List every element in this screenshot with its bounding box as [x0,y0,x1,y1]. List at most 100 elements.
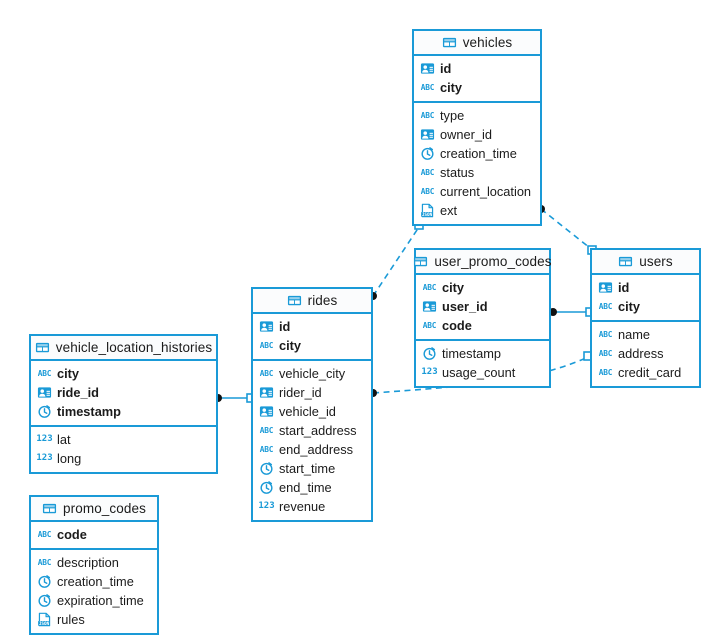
id-card-icon [259,404,274,419]
column-end_time[interactable]: end_time [253,478,371,497]
relationship-user-promo-codes-to-users[interactable] [549,307,595,317]
clock-icon [259,461,274,476]
id-card-icon [598,280,613,295]
pk-column-id[interactable]: id [253,317,371,336]
table-title: users [639,254,673,269]
relationship-vehicle-location-histories-to-rides[interactable] [214,393,256,403]
column-vehicle_id[interactable]: vehicle_id [253,402,371,421]
table-icon [618,254,633,269]
id-card-icon [259,385,274,400]
abc-type-icon: ABC [259,340,274,350]
column-label: revenue [279,499,326,514]
svg-text:JSON: JSON [39,621,50,627]
column-label: lat [57,432,71,447]
column-ext[interactable]: JSON ext [414,201,540,220]
clock-icon [37,574,52,589]
table-icon [413,254,428,269]
column-rules[interactable]: JSON rules [31,610,157,629]
pk-column-timestamp[interactable]: timestamp [31,402,216,421]
column-rider_id[interactable]: rider_id [253,383,371,402]
column-label: timestamp [57,404,122,419]
table-header-user_promo_codes[interactable]: user_promo_codes [413,250,552,275]
json-type-icon: JSON [37,612,52,627]
pk-column-id[interactable]: id [414,59,540,78]
column-label: id [440,61,452,76]
column-label: description [57,555,119,570]
relationship-line [372,226,420,297]
column-label: rules [57,612,85,627]
id-card-icon [420,127,435,142]
table-title: user_promo_codes [434,254,552,269]
column-description[interactable]: ABC description [31,553,157,572]
table-header-promo_codes[interactable]: promo_codes [31,497,157,522]
column-label: start_address [279,423,357,438]
table-title: promo_codes [63,501,146,516]
columns-section-promo_codes: ABC description creation_time expiration_ti… [31,550,157,633]
column-current_location[interactable]: ABC current_location [414,182,540,201]
column-label: ext [440,203,458,218]
column-label: city [279,338,302,353]
abc-type-icon: ABC [37,557,52,567]
column-label: city [442,280,465,295]
pk-column-city[interactable]: ABC city [253,336,371,355]
table-header-users[interactable]: users [592,250,699,275]
abc-type-icon: ABC [422,282,437,292]
column-label: name [618,327,651,342]
column-expiration_time[interactable]: expiration_time [31,591,157,610]
table-title: vehicle_location_histories [55,340,213,355]
column-label: current_location [440,184,532,199]
column-owner_id[interactable]: owner_id [414,125,540,144]
pk-column-user_id[interactable]: user_id [416,297,549,316]
abc-type-icon: ABC [598,348,613,358]
column-start_time[interactable]: start_time [253,459,371,478]
id-card-icon [422,299,437,314]
column-timestamp[interactable]: timestamp [416,344,549,363]
pk-column-id[interactable]: id [592,278,699,297]
column-label: city [57,366,80,381]
table-header-rides[interactable]: rides [253,289,371,314]
column-label: expiration_time [57,593,144,608]
column-label: status [440,165,475,180]
column-label: creation_time [57,574,134,589]
pk-column-ride_id[interactable]: ride_id [31,383,216,402]
table-header-vehicles[interactable]: vehicles [414,31,540,56]
abc-type-icon: ABC [37,529,52,539]
json-type-icon: JSON [420,203,435,218]
column-label: long [57,451,82,466]
column-label: id [618,280,630,295]
column-label: creation_time [440,146,517,161]
abc-type-icon: ABC [259,368,274,378]
column-creation_time[interactable]: creation_time [31,572,157,591]
clock-icon [37,593,52,608]
column-creation_time[interactable]: creation_time [414,144,540,163]
table-header-vehicle_location_histories[interactable]: vehicle_location_histories [31,336,216,361]
relationship-vehicles-to-users[interactable] [537,205,597,255]
abc-type-icon: ABC [420,82,435,92]
abc-type-icon: ABC [420,186,435,196]
pk-column-city[interactable]: ABC city [416,278,549,297]
